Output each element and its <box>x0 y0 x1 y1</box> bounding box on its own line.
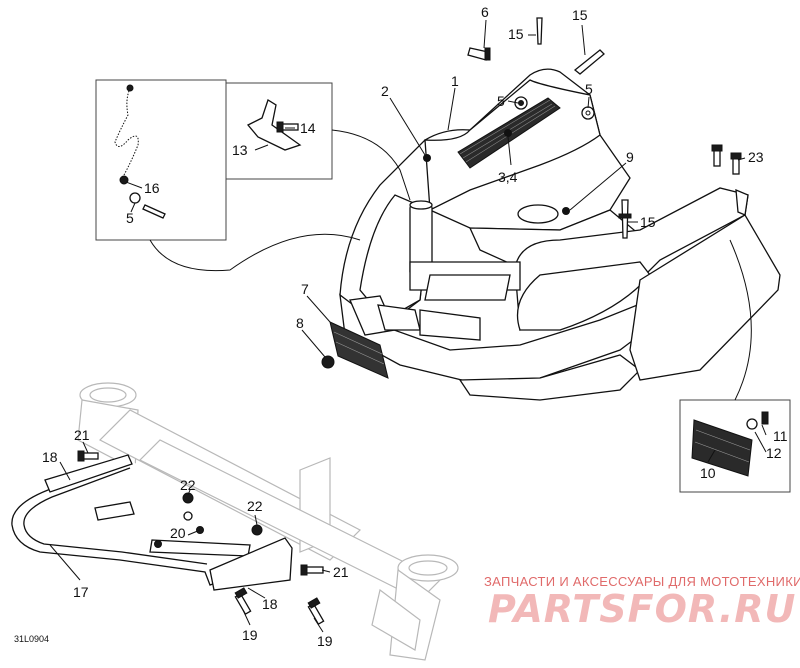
callout-13: 13 <box>232 142 248 158</box>
rivet-6 <box>467 47 491 61</box>
nut-22-left <box>182 492 194 521</box>
callout-12: 12 <box>766 445 782 461</box>
callout-1: 1 <box>451 73 459 89</box>
callout-15-a: 15 <box>508 26 524 42</box>
callout-10: 10 <box>700 465 716 481</box>
callout-3-4: 3,4 <box>498 169 518 185</box>
callout-17: 17 <box>73 584 89 600</box>
leader-lines <box>49 19 767 633</box>
callout-8: 8 <box>296 315 304 331</box>
washer-5-a <box>514 96 528 110</box>
rivet-15-top-right <box>573 49 605 75</box>
callout-5-a: 5 <box>497 93 505 109</box>
bottom-pan <box>339 68 781 401</box>
leader-box-bracket <box>331 129 411 201</box>
callout-20: 20 <box>170 525 186 541</box>
callouts: 1 2 3,4 5 5 5 6 7 8 9 10 11 12 13 14 15 … <box>42 4 788 649</box>
bumper-bracket-left <box>44 454 133 493</box>
callout-21-b: 21 <box>333 564 349 580</box>
callout-19-b: 19 <box>317 633 333 649</box>
watermark-brand: PARTSFOR.RU <box>488 587 796 631</box>
front-grille <box>329 321 389 379</box>
detail-box-grille <box>679 399 791 493</box>
callout-5-c: 5 <box>126 210 134 226</box>
bolt-19-right <box>307 597 325 626</box>
callout-6: 6 <box>481 4 489 20</box>
detail-box-tether <box>95 79 227 241</box>
callout-7: 7 <box>301 281 309 297</box>
callout-15-c: 15 <box>640 214 656 230</box>
callout-22-b: 22 <box>247 498 263 514</box>
washer-5-b <box>581 106 595 120</box>
callout-18-b: 18 <box>262 596 278 612</box>
bumper-bracket-right <box>209 537 293 591</box>
callout-18-a: 18 <box>42 449 58 465</box>
callout-14: 14 <box>300 120 316 136</box>
callout-21-a: 21 <box>74 427 90 443</box>
callout-2: 2 <box>381 83 389 99</box>
callout-16: 16 <box>144 180 160 196</box>
bolt-21-right <box>300 564 324 576</box>
nut-8 <box>321 355 335 369</box>
callout-15-b: 15 <box>572 7 588 23</box>
callout-11: 11 <box>773 428 788 444</box>
frame-assembly-ghost <box>77 382 459 661</box>
bolt-20 <box>154 526 204 548</box>
leader-box-tether <box>149 233 361 272</box>
rivet-15-top <box>536 17 543 45</box>
bolt-19-left <box>234 587 252 616</box>
callout-5-b: 5 <box>585 81 593 97</box>
detail-box-bracket <box>221 82 333 180</box>
bolt-23 <box>711 144 742 175</box>
callout-19-a: 19 <box>242 627 258 643</box>
drawing-reference: 31L0904 <box>14 634 49 644</box>
bolt-21-left <box>77 450 99 462</box>
callout-23: 23 <box>748 149 764 165</box>
nut-22-right <box>251 524 263 536</box>
watermark: ЗАПЧАСТИ И АКСЕССУАРЫ ДЛЯ МОТОТЕХНИКИ PA… <box>484 574 800 631</box>
leader-box-grille <box>729 239 752 401</box>
callout-9: 9 <box>626 149 634 165</box>
callout-dots <box>423 129 570 215</box>
rivet-15-mid <box>618 199 632 239</box>
front-bumper <box>11 459 291 586</box>
watermark-caption: ЗАПЧАСТИ И АКСЕССУАРЫ ДЛЯ МОТОТЕХНИКИ <box>484 574 800 589</box>
callout-22-a: 22 <box>180 477 196 493</box>
